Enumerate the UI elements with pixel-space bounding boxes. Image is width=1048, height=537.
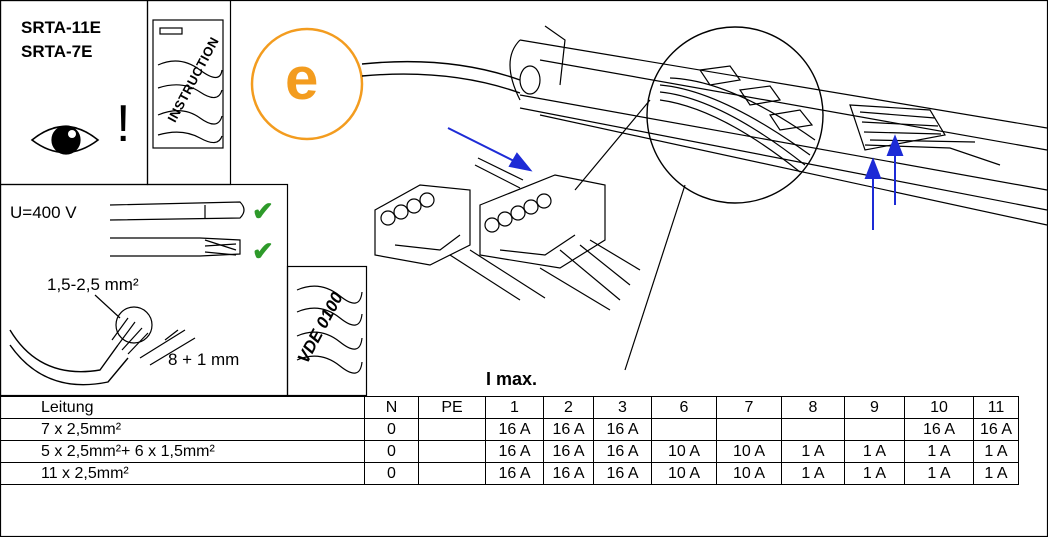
table-cell: 16 A xyxy=(485,440,544,463)
check-icon: ✔ xyxy=(252,236,274,266)
table-cell xyxy=(844,418,905,441)
table-row: 11 x 2,5mm² 0 16 A 16 A 16 A 10 A 10 A 1… xyxy=(0,462,1019,485)
table-cell: 1 A xyxy=(781,462,845,485)
table-cell: 0 xyxy=(364,440,419,463)
column-header: 3 xyxy=(593,396,652,419)
table-cell: 1 A xyxy=(904,440,974,463)
current-rating-table: Leitung N PE 1 2 3 6 7 8 9 10 11 7 x 2,5… xyxy=(0,396,1019,485)
cross-section-label: 1,5-2,5 mm² xyxy=(47,275,139,294)
table-cell: 1 A xyxy=(904,462,974,485)
table-cell: 1 A xyxy=(844,462,905,485)
column-header: 2 xyxy=(543,396,594,419)
model-name-secondary: SRTA-7E xyxy=(21,42,93,61)
table-cell: 0 xyxy=(364,418,419,441)
table-cell: 16 A xyxy=(973,418,1019,441)
column-header: N xyxy=(364,396,419,419)
table-cell: 16 A xyxy=(593,440,652,463)
table-cell: 16 A xyxy=(543,418,594,441)
table-cell: 10 A xyxy=(716,440,782,463)
table-row: 7 x 2,5mm² 0 16 A 16 A 16 A 16 A 16 A xyxy=(0,418,1019,441)
table-cell: 1 A xyxy=(973,440,1019,463)
column-header: 10 xyxy=(904,396,974,419)
column-header: 1 xyxy=(485,396,544,419)
column-header: PE xyxy=(418,396,486,419)
table-cell: 10 A xyxy=(716,462,782,485)
cable-type-cell: 5 x 2,5mm²+ 6 x 1,5mm² xyxy=(0,440,365,463)
cable-type-cell: 7 x 2,5mm² xyxy=(0,418,365,441)
table-cell: 1 A xyxy=(844,440,905,463)
model-name-primary: SRTA-11E xyxy=(21,18,101,37)
column-header: 6 xyxy=(651,396,717,419)
table-cell xyxy=(781,418,845,441)
step-letter-badge: e xyxy=(285,45,319,112)
table-cell: 16 A xyxy=(904,418,974,441)
table-cell: 16 A xyxy=(485,418,544,441)
voltage-label: U=400 V xyxy=(10,203,77,222)
column-header: 8 xyxy=(781,396,845,419)
table-cell: 1 A xyxy=(973,462,1019,485)
table-cell: 10 A xyxy=(651,462,717,485)
table-cell: 16 A xyxy=(485,462,544,485)
table-cell: 16 A xyxy=(543,440,594,463)
table-cell xyxy=(418,462,486,485)
table-cell: 1 A xyxy=(781,440,845,463)
table-cell xyxy=(716,418,782,441)
table-cell xyxy=(651,418,717,441)
column-header: Leitung xyxy=(0,396,365,419)
table-cell: 10 A xyxy=(651,440,717,463)
table-cell: 16 A xyxy=(593,418,652,441)
table-cell: 16 A xyxy=(593,462,652,485)
column-header: 7 xyxy=(716,396,782,419)
table-cell: 0 xyxy=(364,462,419,485)
current-max-header: I max. xyxy=(486,369,538,389)
strip-length-label: 8 + 1 mm xyxy=(168,350,240,369)
table-cell xyxy=(418,440,486,463)
table-header-row: Leitung N PE 1 2 3 6 7 8 9 10 11 xyxy=(0,396,1019,419)
column-header: 9 xyxy=(844,396,905,419)
table-cell xyxy=(418,418,486,441)
column-header: 11 xyxy=(973,396,1019,419)
table-row: 5 x 2,5mm²+ 6 x 1,5mm² 0 16 A 16 A 16 A … xyxy=(0,440,1019,463)
warning-exclamation: ! xyxy=(116,95,131,153)
table-cell: 16 A xyxy=(543,462,594,485)
cable-type-cell: 11 x 2,5mm² xyxy=(0,462,365,485)
check-icon: ✔ xyxy=(252,196,274,226)
